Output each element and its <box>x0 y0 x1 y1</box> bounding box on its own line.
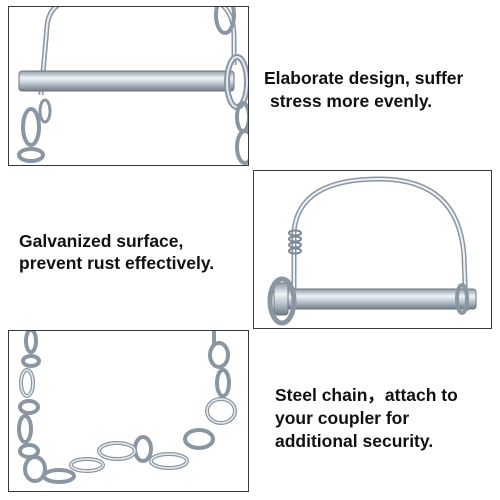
pin-closeup-panel <box>8 6 249 166</box>
steel-chain-panel <box>8 330 249 492</box>
wire-lock-pin-panel <box>253 170 492 329</box>
chain-caption-line-1: Steel chain，attach to <box>275 385 458 405</box>
pin-with-ring-photo <box>17 7 248 165</box>
chain-caption-line-3: additional security. <box>275 431 434 451</box>
surface-caption-line-2: prevent rust effectively. <box>19 253 215 273</box>
steel-chain-photo <box>17 331 237 484</box>
surface-caption-line-1: Galvanized surface, <box>19 231 184 251</box>
wire-lock-pin-photo <box>267 176 477 326</box>
chain-caption-line-2: your coupler for <box>275 408 410 428</box>
design-caption-line-2: stress more evenly. <box>270 91 433 111</box>
design-caption-line-1: Elaborate design, suffer <box>264 68 464 88</box>
